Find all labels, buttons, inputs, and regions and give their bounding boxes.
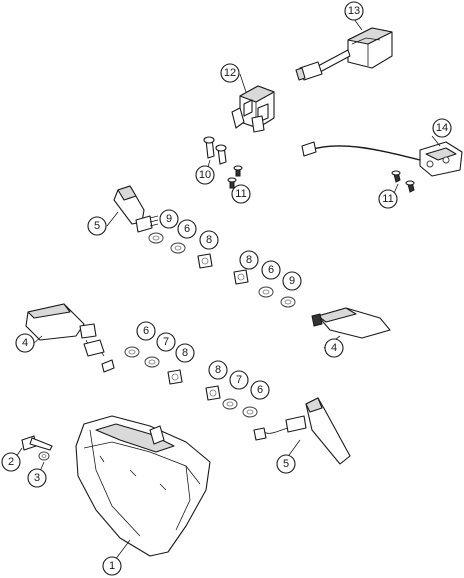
callout-13: 13 bbox=[344, 1, 364, 21]
callout-6-lower-left: 6 bbox=[136, 321, 156, 341]
callout-7-right: 7 bbox=[229, 370, 249, 390]
callout-11-center-label: 11 bbox=[235, 188, 246, 200]
part-3-washer bbox=[38, 451, 50, 461]
callout-6-lower-right-label: 6 bbox=[257, 384, 263, 396]
part-5-turn-signal-upper bbox=[113, 185, 159, 233]
callout-11-center: 11 bbox=[231, 184, 251, 204]
part-2-bolt bbox=[21, 435, 53, 451]
callout-12: 12 bbox=[220, 63, 240, 83]
callout-8-upper-left-label: 8 bbox=[206, 234, 212, 246]
callout-7-right-label: 7 bbox=[236, 374, 242, 386]
hardware-row-upper-right bbox=[233, 269, 296, 308]
part-13-connector-box bbox=[295, 27, 393, 81]
callout-5-lower-label: 5 bbox=[283, 458, 289, 470]
callout-8-upper-right-label: 8 bbox=[246, 254, 252, 266]
part-14-cable-cover bbox=[301, 141, 463, 177]
callout-8-upper-left: 8 bbox=[199, 230, 219, 250]
callout-9-left-label: 9 bbox=[166, 213, 172, 225]
part-5-turn-signal-lower bbox=[253, 397, 351, 465]
callout-11-right-label: 11 bbox=[382, 193, 393, 205]
callout-4-left-label: 4 bbox=[22, 337, 28, 349]
part-4-turn-signal-left bbox=[25, 303, 115, 373]
callout-14: 14 bbox=[432, 118, 452, 138]
callout-8-lower-right: 8 bbox=[208, 360, 228, 380]
callout-6-upper-left-label: 6 bbox=[184, 223, 190, 235]
part-4-turn-signal-right bbox=[311, 307, 391, 339]
callout-4-right-label: 4 bbox=[331, 342, 337, 354]
callout-8-lower-left-label: 8 bbox=[182, 347, 188, 359]
callout-7-left-label: 7 bbox=[163, 336, 169, 348]
callout-7-left: 7 bbox=[156, 332, 176, 352]
callout-10: 10 bbox=[195, 165, 215, 185]
callout-6-upper-left: 6 bbox=[177, 219, 197, 239]
callout-1-label: 1 bbox=[109, 560, 115, 572]
callout-10-label: 10 bbox=[199, 169, 211, 181]
leader-lines bbox=[13, 18, 441, 565]
hardware-row-lower-right bbox=[205, 385, 258, 418]
callout-5-upper: 5 bbox=[87, 216, 107, 236]
hardware-row-lower-left bbox=[124, 346, 183, 385]
part-11-small-screws-center bbox=[227, 165, 243, 189]
callout-6-lower-right: 6 bbox=[250, 380, 270, 400]
callout-4-right: 4 bbox=[324, 338, 344, 358]
callout-3-label: 3 bbox=[34, 472, 40, 484]
part-10-screws bbox=[203, 136, 227, 165]
callout-9-right-label: 9 bbox=[289, 275, 295, 287]
callout-12-label: 12 bbox=[224, 67, 236, 79]
callout-8-lower-left: 8 bbox=[175, 343, 195, 363]
callout-9-left: 9 bbox=[159, 209, 179, 229]
callout-2-label: 2 bbox=[8, 456, 14, 468]
callout-5-upper-label: 5 bbox=[94, 220, 100, 232]
part-11-small-screws-right bbox=[391, 170, 415, 193]
hardware-row-upper-left bbox=[148, 232, 213, 269]
callout-14-label: 14 bbox=[436, 122, 448, 134]
part-1-headlight-mask bbox=[75, 415, 211, 557]
callout-13-label: 13 bbox=[348, 5, 360, 17]
callout-2: 2 bbox=[1, 452, 21, 472]
callout-6-upper-right: 6 bbox=[261, 260, 281, 280]
callout-4-left: 4 bbox=[15, 333, 35, 353]
callout-5-lower: 5 bbox=[276, 454, 296, 474]
callout-8-lower-right-label: 8 bbox=[215, 364, 221, 376]
callout-11-right: 11 bbox=[378, 189, 398, 209]
callout-3: 3 bbox=[27, 468, 47, 488]
callout-6-upper-right-label: 6 bbox=[268, 264, 274, 276]
callout-1: 1 bbox=[102, 556, 122, 576]
part-12-bracket bbox=[231, 85, 275, 133]
callout-9-right: 9 bbox=[282, 271, 302, 291]
callout-8-upper-right: 8 bbox=[239, 250, 259, 270]
callout-6-lower-left-label: 6 bbox=[143, 325, 149, 337]
